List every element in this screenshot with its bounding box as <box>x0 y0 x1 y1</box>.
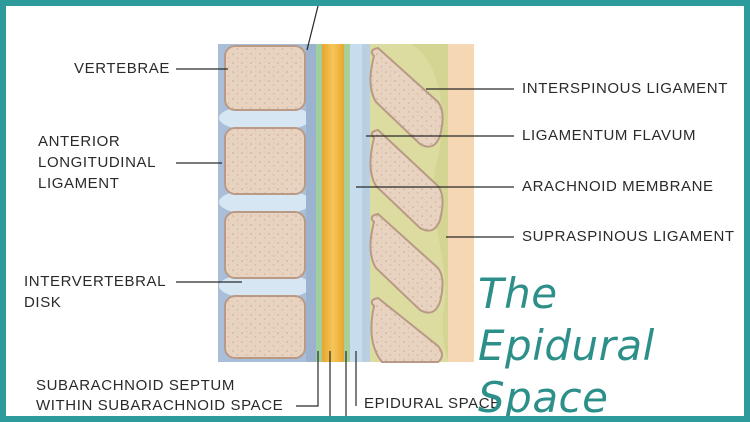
spinous-process-2 <box>369 128 444 232</box>
label-epidural-space: EPIDURAL SPACE <box>364 395 501 412</box>
dura-green <box>316 44 322 362</box>
vertebra-2 <box>224 127 306 195</box>
label-septum-line1: SUBARACHNOID SEPTUM <box>36 377 235 394</box>
label-vertebrae: VERTEBRAE <box>74 60 170 77</box>
spinous-processes <box>369 46 444 363</box>
spinal-cord <box>322 44 344 362</box>
vertebral-bodies <box>224 45 306 359</box>
diagram-title: The Epidural Space <box>478 268 744 422</box>
label-anterior-line1: ANTERIOR <box>38 133 121 150</box>
vertebra-3 <box>224 211 306 279</box>
vertebra-1 <box>224 45 306 111</box>
label-anterior-line3: LIGAMENT <box>38 175 120 192</box>
label-interspinous: INTERSPINOUS LIGAMENT <box>522 80 728 97</box>
leader-septum <box>296 351 319 407</box>
label-arachnoid: ARACHNOID MEMBRANE <box>522 178 714 195</box>
flavum-band <box>362 44 370 362</box>
title-line1: The Epidural <box>478 269 655 370</box>
title-line2: Space <box>478 373 609 422</box>
vertebra-4 <box>224 295 306 359</box>
peach-band <box>444 44 474 362</box>
label-anterior-line2: LONGITUDINAL <box>38 154 157 171</box>
label-supraspinous: SUPRASPINOUS LIGAMENT <box>522 228 735 245</box>
label-septum-line2: WITHIN SUBARACHNOID SPACE <box>36 397 284 414</box>
label-disk-line1: INTERVERTEBRAL <box>24 273 167 290</box>
label-disk-line2: DISK <box>24 294 62 311</box>
spinous-process-4 <box>370 296 443 363</box>
subarachnoid-green <box>344 44 350 362</box>
posterior-ligament <box>306 44 316 362</box>
spinous-process-3 <box>369 212 444 314</box>
leader-lines <box>176 6 514 416</box>
label-flavum: LIGAMENTUM FLAVUM <box>522 127 697 144</box>
spine-illustration <box>176 6 514 416</box>
epidural-space-band <box>350 44 362 362</box>
leader-top <box>306 6 319 51</box>
